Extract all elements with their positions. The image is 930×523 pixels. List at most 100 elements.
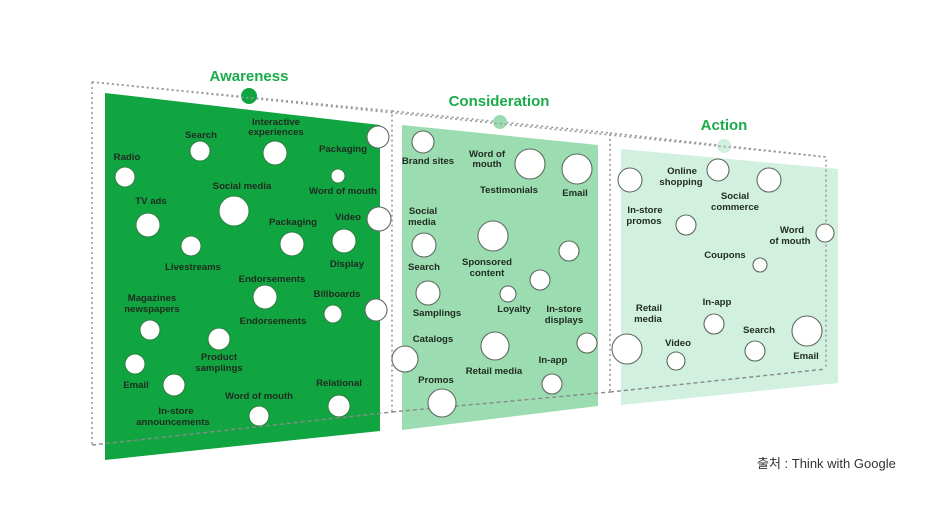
channel-label: Search	[743, 325, 775, 336]
bubble	[541, 373, 563, 395]
bubble	[514, 148, 546, 180]
action-title: Action	[701, 117, 748, 134]
channel-label: promos	[626, 216, 661, 227]
channel-label: Packaging	[319, 144, 367, 155]
bubble	[327, 394, 351, 418]
action-dashed-bottom	[609, 368, 827, 393]
channel-label: mouth	[472, 159, 501, 170]
bubble	[499, 285, 517, 303]
consideration-title: Consideration	[449, 93, 550, 110]
channel-label: Livestreams	[165, 262, 221, 273]
bubble	[558, 240, 580, 262]
channel-label: Video	[335, 212, 361, 223]
channel-label: Word of mouth	[309, 186, 377, 197]
bubble	[162, 373, 186, 397]
action-stage: Action Online shopping In-store promos S…	[609, 117, 838, 405]
bubble	[706, 158, 730, 182]
channel-label: Packaging	[269, 217, 317, 228]
bubble	[180, 235, 202, 257]
awareness-stage: Awareness Search Interactive experiences…	[91, 68, 393, 460]
channel-label: In-store	[627, 205, 662, 216]
channel-label: Word of	[469, 149, 506, 160]
bubble	[752, 257, 768, 273]
bubble	[480, 331, 510, 361]
source-credit: 출처 : Think with Google	[757, 456, 896, 471]
channel-label: Catalogs	[413, 334, 454, 345]
bubble	[189, 140, 211, 162]
bubble	[124, 353, 146, 375]
consideration-dotted-frame	[391, 110, 611, 392]
awareness-marker-dot	[241, 88, 257, 104]
bubble	[218, 195, 250, 227]
bubble	[529, 269, 551, 291]
channel-label: Billboards	[314, 289, 361, 300]
bubble	[411, 130, 435, 154]
bubble	[477, 220, 509, 252]
consideration-marker-dot	[493, 115, 507, 129]
channel-label: shopping	[659, 177, 702, 188]
bubble	[561, 153, 593, 185]
channel-label: Search	[408, 262, 440, 273]
channel-label: Online	[667, 166, 697, 177]
bubble	[252, 284, 278, 310]
channel-label: Sponsored	[462, 257, 512, 268]
bubble	[366, 125, 390, 149]
bubble	[207, 327, 231, 351]
channel-label: Samplings	[413, 308, 462, 319]
bubble	[703, 313, 725, 335]
bubble	[139, 319, 161, 341]
awareness-title: Awareness	[210, 68, 289, 85]
channel-label: Word of mouth	[225, 391, 293, 402]
channel-label: of mouth	[769, 236, 810, 247]
channel-label: Word	[780, 225, 804, 236]
bubble	[576, 332, 598, 354]
channel-label: Brand sites	[402, 156, 454, 167]
bubble	[756, 167, 782, 193]
channel-label: Product	[201, 352, 238, 363]
channel-label: Email	[562, 188, 588, 199]
channel-label: Relational	[316, 378, 362, 389]
bubble	[411, 232, 437, 258]
channel-label: Interactive	[252, 117, 300, 128]
channel-label: Retail	[636, 303, 662, 314]
channel-label: Social media	[213, 181, 272, 192]
bubble	[666, 351, 686, 371]
bubble	[331, 228, 357, 254]
channel-label: In-store	[546, 304, 581, 315]
channel-label: experiences	[248, 127, 303, 138]
channel-label: Video	[665, 338, 691, 349]
channel-label: Testimonials	[480, 185, 538, 196]
bubble	[135, 212, 161, 238]
awareness-panel	[105, 93, 380, 460]
channel-label: In-app	[539, 355, 568, 366]
bubble	[279, 231, 305, 257]
channel-label: Loyalty	[497, 304, 531, 315]
bubble	[391, 345, 419, 373]
channel-label: Social	[721, 191, 749, 202]
bubble	[611, 333, 643, 365]
consideration-panel	[402, 125, 598, 430]
bubble	[330, 168, 346, 184]
bubble	[617, 167, 643, 193]
channel-label: Retail media	[466, 366, 523, 377]
bubble	[114, 166, 136, 188]
channel-label: In-store	[158, 406, 193, 417]
channel-label: TV ads	[135, 196, 166, 207]
action-panel	[621, 149, 838, 405]
consideration-stage: Consideration Brand sites Word of mouth …	[391, 93, 611, 430]
bubble	[366, 206, 392, 232]
channel-label: newspapers	[124, 304, 179, 315]
channel-label: Promos	[418, 375, 454, 386]
channel-label: Search	[185, 130, 217, 141]
channel-label: Display	[330, 259, 365, 270]
bubble	[815, 223, 835, 243]
channel-label: Endorsements	[239, 274, 306, 285]
bubble	[415, 280, 441, 306]
channel-label: Magazines	[128, 293, 177, 304]
channel-label: Radio	[114, 152, 141, 163]
channel-label: Email	[123, 380, 149, 391]
channel-label: media	[634, 314, 662, 325]
consideration-dashed-bottom	[391, 391, 611, 413]
channel-label: content	[470, 268, 505, 279]
